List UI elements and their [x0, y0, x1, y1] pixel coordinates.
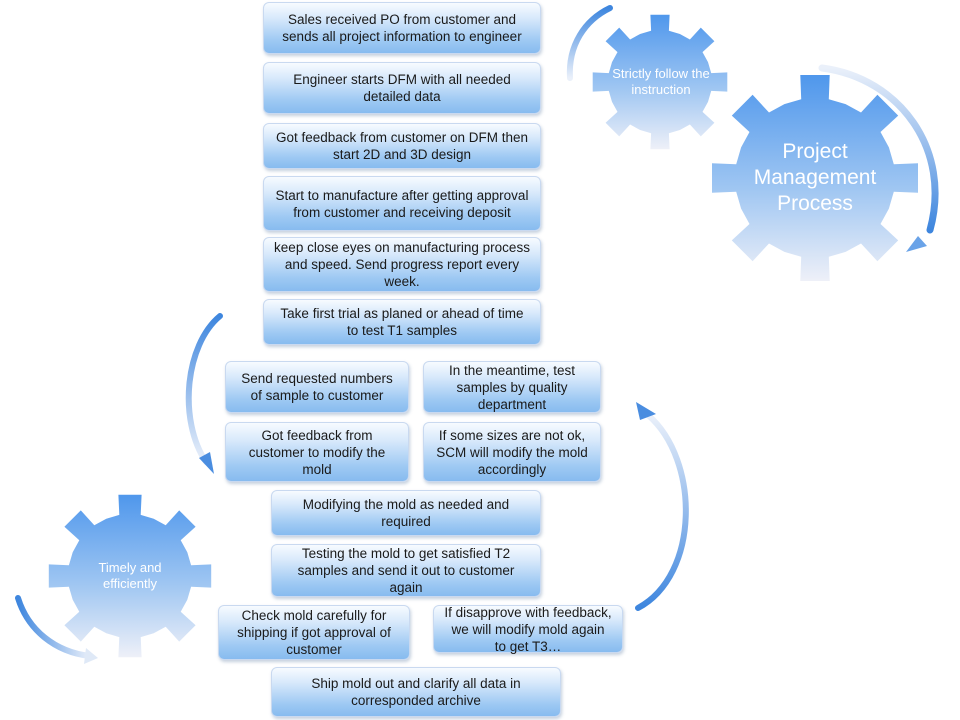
- step-modify-mold: Modifying the mold as needed and require…: [271, 490, 541, 536]
- step-engineer-dfm: Engineer starts DFM with all needed deta…: [263, 62, 541, 114]
- step-customer-feedback: Got feedback from customer to modify the…: [225, 422, 409, 482]
- gear-caption-top-small: Strictly follow the instruction: [612, 66, 710, 97]
- gear-top-small-shape: [592, 14, 728, 150]
- arrow-big-gear: [818, 64, 939, 252]
- step-quality-test: In the meantime, test samples by quality…: [423, 361, 601, 413]
- step-first-trial: Take first trial as planed or ahead of t…: [263, 299, 541, 345]
- gear-caption-big: Project Management Process: [753, 140, 877, 215]
- step-feedback-dfm: Got feedback from customer on DFM then s…: [263, 123, 541, 169]
- step-check-mold: Check mold carefully for shipping if got…: [218, 605, 410, 660]
- arrow-right-loop: [635, 402, 689, 611]
- gear-big-shape: [712, 75, 918, 281]
- gear-bottom-left-shape: [48, 494, 212, 658]
- arrow-top-small-gear: [566, 5, 613, 81]
- arrow-left-loop: [185, 313, 223, 474]
- step-t2-samples: Testing the mold to get satisfied T2 sam…: [271, 544, 541, 597]
- step-progress-report: keep close eyes on manufacturing process…: [263, 237, 541, 292]
- step-disapprove-t3: If disapprove with feedback, we will mod…: [433, 605, 623, 654]
- step-ship-mold: Ship mold out and clarify all data in co…: [271, 667, 561, 717]
- gear-caption-bottom-left: Timely and efficiently: [98, 560, 162, 591]
- arrow-bottom-left-gear: [15, 595, 98, 664]
- step-send-samples: Send requested numbers of sample to cust…: [225, 361, 409, 413]
- step-start-manufacture: Start to manufacture after getting appro…: [263, 176, 541, 231]
- step-sales-po: Sales received PO from customer and send…: [263, 2, 541, 54]
- step-scm-modify: If some sizes are not ok, SCM will modif…: [423, 422, 601, 482]
